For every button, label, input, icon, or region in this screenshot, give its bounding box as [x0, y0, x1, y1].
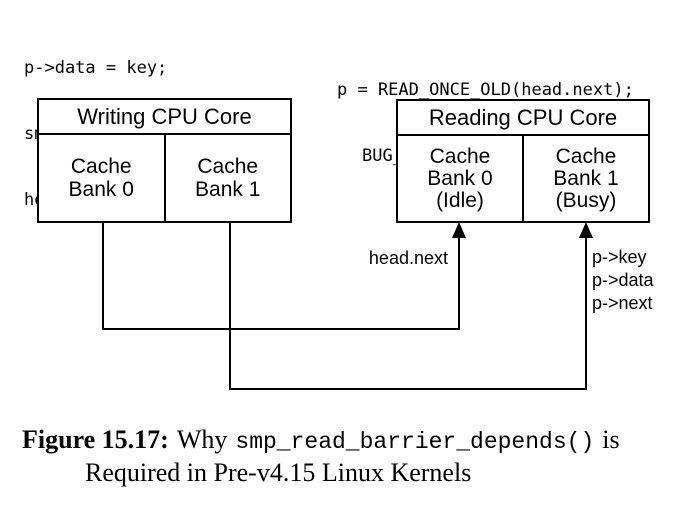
writer-bank1-line-1: Cache	[197, 155, 259, 178]
reading-cpu-core-title: Reading CPU Core	[398, 101, 648, 136]
reader-bank0-line-3: (Idle)	[436, 188, 484, 212]
writing-cpu-core-box: Writing CPU Core Cache Bank 0 Cache Bank…	[37, 98, 292, 223]
reading-cpu-banks: Cache Bank 0 (Idle) Cache Bank 1 (Busy)	[398, 136, 648, 221]
caption-code-function: smp_read_barrier_depends()	[235, 429, 595, 455]
figure-caption-line-2: Required in Pre-v4.15 Linux Kernels	[85, 458, 472, 487]
head-next-label: head.next	[368, 248, 448, 268]
reader-cache-bank-1: Cache Bank 1 (Busy)	[524, 136, 648, 221]
reader-bank1-line-3: (Busy)	[555, 188, 617, 212]
writer-bank0-line-1: Cache	[70, 155, 132, 178]
reader-code-line-1: p = READ_ONCE_OLD(head.next);	[337, 80, 634, 100]
writer-code-line-1: p->data = key;	[24, 58, 168, 78]
reading-cpu-core-box: Reading CPU Core Cache Bank 0 (Idle) Cac…	[396, 99, 650, 223]
reader-bank0-line-2: Bank 0	[427, 166, 493, 190]
p-next-label: p->next	[592, 293, 653, 313]
figure-number-label: Figure 15.17:	[22, 425, 169, 454]
connector-bank0-horizontal	[102, 328, 460, 330]
caption-word-why: Why	[176, 425, 228, 454]
connector-bank1-vertical	[229, 222, 231, 390]
reader-bank1-line-2: Bank 1	[553, 166, 619, 190]
caption-word-is: is	[602, 425, 620, 454]
reader-bank1-line-1: Cache	[555, 144, 617, 168]
head-next-arrow-shaft	[458, 234, 460, 330]
reader-cache-bank-0: Cache Bank 0 (Idle)	[398, 136, 524, 221]
connector-bank1-horizontal	[229, 388, 587, 390]
p-key-label: p->key	[592, 247, 647, 267]
writer-cache-bank-0: Cache Bank 0	[39, 135, 166, 221]
connector-bank0-vertical	[102, 222, 104, 330]
p-data-label: p->data	[592, 270, 654, 290]
writer-bank1-line-2: Bank 1	[195, 178, 261, 201]
writing-cpu-banks: Cache Bank 0 Cache Bank 1	[39, 135, 290, 221]
p-fields-arrowhead-icon	[579, 222, 593, 238]
p-fields-arrow-shaft	[585, 234, 587, 390]
reader-bank0-line-1: Cache	[429, 144, 491, 168]
p-fields-label: p->key p->data p->next	[592, 246, 654, 315]
writing-cpu-core-title: Writing CPU Core	[39, 100, 290, 135]
writer-bank0-line-2: Bank 0	[68, 178, 134, 201]
head-next-arrowhead-icon	[452, 222, 466, 238]
writer-cache-bank-1: Cache Bank 1	[166, 135, 291, 221]
figure-caption-line-1: Figure 15.17:Why smp_read_barrier_depends…	[22, 425, 620, 455]
